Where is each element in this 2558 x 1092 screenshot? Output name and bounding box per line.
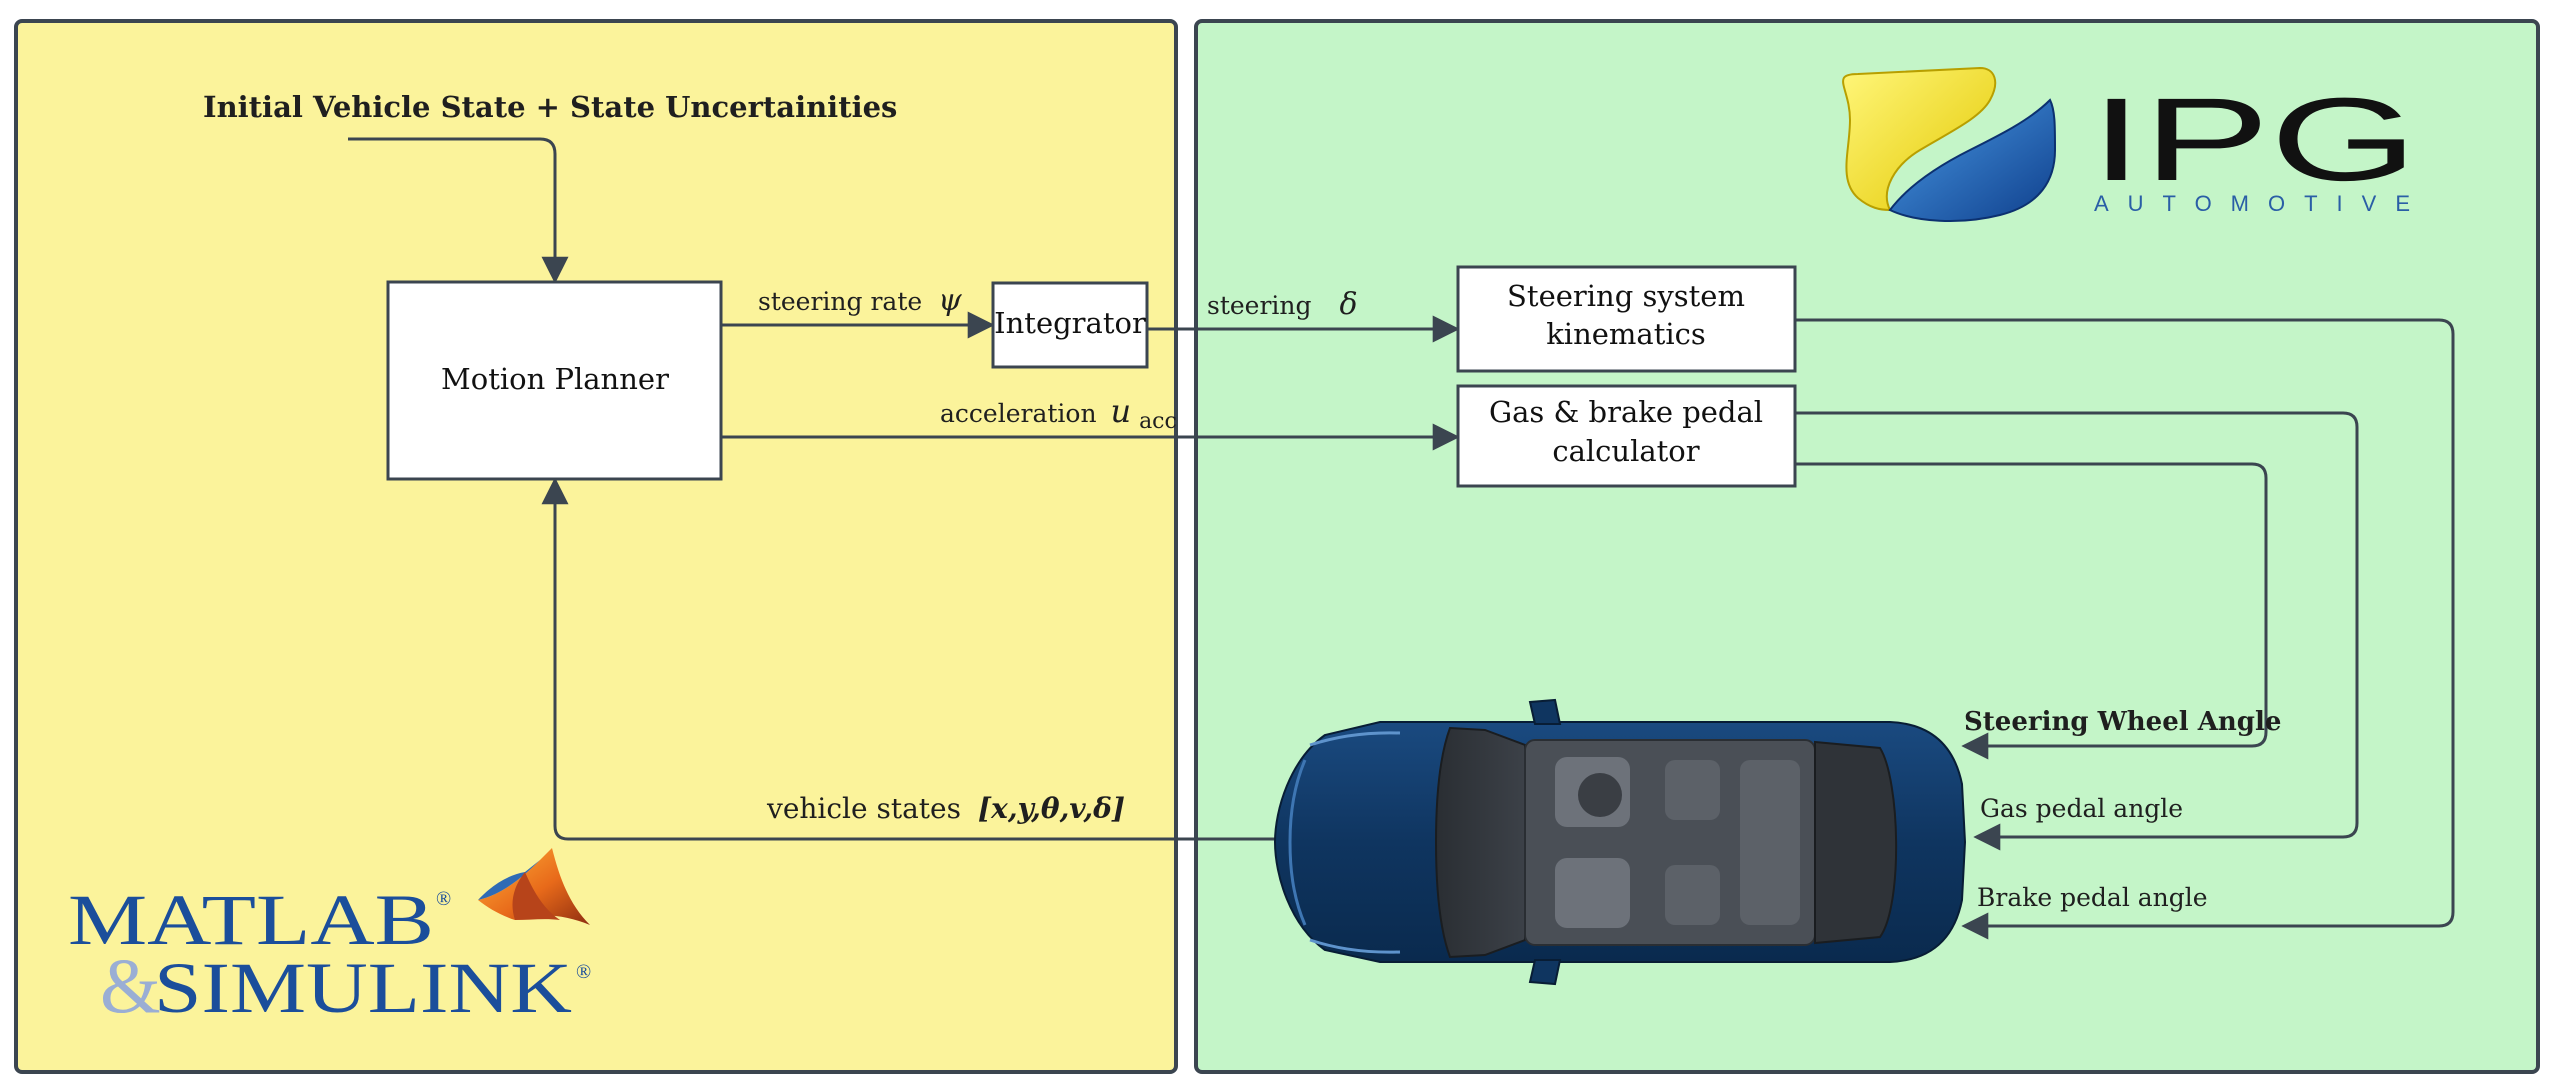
steering-rate-label: steering rate ψ — [758, 283, 962, 318]
ipg-automotive-logo: IPG AUTOMOTIVE — [1842, 66, 2418, 222]
pedal-calculator-label-line2: calculator — [1552, 434, 1699, 468]
initial-state-arrow — [348, 137, 569, 284]
steering-wheel-angle-arrow — [1795, 462, 2268, 760]
acceleration-symbol: u — [1111, 392, 1132, 430]
steering-kinematics-label-line1: Steering system — [1507, 279, 1745, 313]
integrator-label: Integrator — [994, 306, 1146, 340]
pedal-calculator-label-line1: Gas & brake pedal — [1489, 395, 1763, 429]
initial-state-label: Initial Vehicle State + State Uncertaini… — [203, 90, 897, 124]
acceleration-subscript: acc — [1139, 409, 1177, 434]
vehicle-states-vector: [x,y,θ,v,δ] — [978, 792, 1125, 825]
brake-pedal-angle-label: Brake pedal angle — [1977, 883, 2208, 912]
vehicle-states-label: vehicle states [x,y,θ,v,δ] — [766, 792, 1125, 825]
steering-wheel-angle-label: Steering Wheel Angle — [1964, 707, 2281, 737]
brake-pedal-angle-arrow — [1795, 318, 2455, 940]
simulink-registered-mark: ® — [576, 961, 591, 983]
gas-pedal-angle-label: Gas pedal angle — [1980, 794, 2183, 823]
simulink-logo-text: SIMULINK — [154, 948, 572, 1028]
ipg-swoosh-icon — [1842, 66, 2057, 222]
acceleration-label: acceleration u acc — [940, 392, 1177, 434]
steering-symbol: δ — [1339, 287, 1357, 322]
vehicle-states-arrow — [541, 477, 1278, 841]
ipg-logo-text: IPG — [2090, 74, 2418, 206]
matlab-membrane-icon — [478, 848, 590, 925]
matlab-panel — [14, 19, 1178, 1074]
gas-pedal-angle-arrow — [1795, 411, 2359, 851]
matlab-registered-mark: ® — [436, 888, 451, 910]
steering-label: steering δ — [1207, 287, 1358, 322]
car-top-view-icon — [1273, 698, 1967, 986]
matlab-simulink-logo: MATLAB ® & SIMULINK ® — [68, 848, 591, 1029]
matlab-logo-text: MATLAB — [68, 880, 434, 960]
motion-planner-label: Motion Planner — [441, 362, 669, 396]
matlab-ampersand: & — [100, 942, 161, 1029]
steering-rate-symbol: ψ — [938, 283, 962, 318]
pedal-calculator-block — [1456, 384, 1797, 488]
steering-kinematics-label-line2: kinematics — [1546, 317, 1706, 351]
